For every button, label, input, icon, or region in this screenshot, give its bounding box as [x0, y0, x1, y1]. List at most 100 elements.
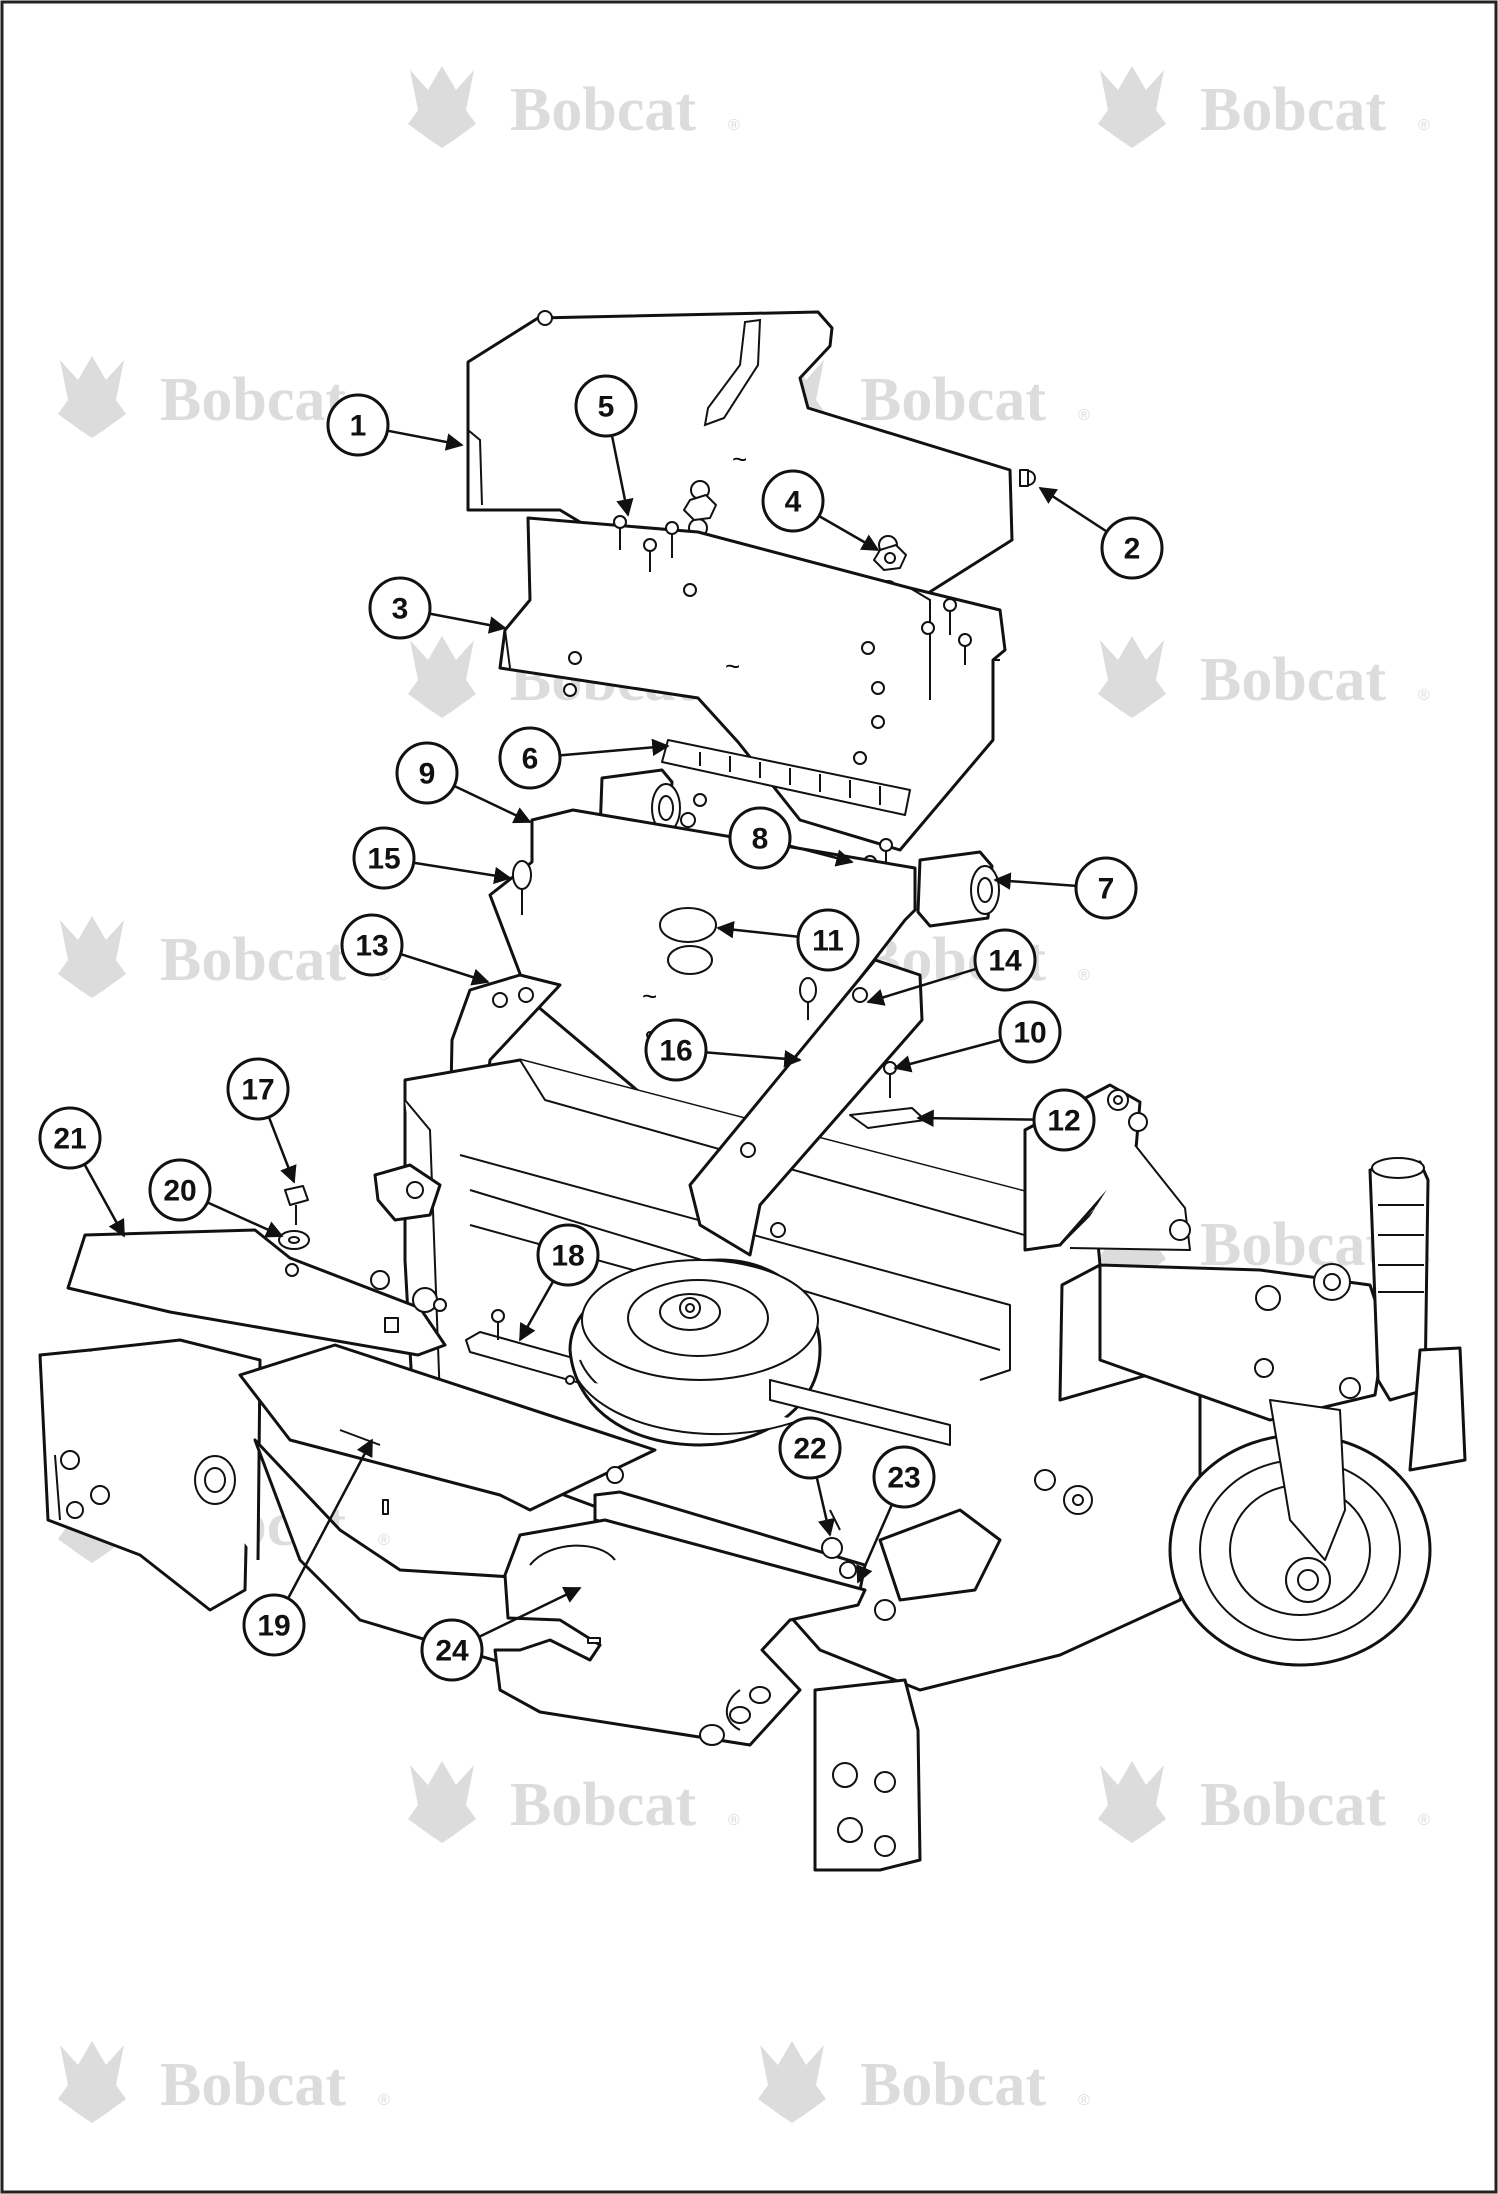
watermark-registered-mark: ®: [1078, 407, 1090, 424]
callout-18: 18: [518, 1223, 600, 1342]
callout-leader-20: [206, 1201, 284, 1238]
callout-label-1: 1: [350, 410, 367, 443]
bobcat-head-icon: [1098, 66, 1166, 148]
callout-circle-24: [420, 1618, 484, 1682]
watermark-text: Bobcat: [1200, 1771, 1386, 1839]
callout-leader-5: [610, 435, 634, 517]
callout-circle-16: [644, 1018, 708, 1082]
part-3-lower-shield: ~: [498, 516, 1007, 852]
callout-leader-9: [453, 784, 532, 824]
bobcat-head-icon: [758, 2041, 826, 2123]
part-17-bolt: [284, 1185, 447, 1313]
callout-circle-3: [368, 576, 432, 640]
callout-leader-19: [286, 1438, 374, 1600]
callout-circle-1: [326, 393, 390, 457]
callout-3: 3: [368, 576, 507, 640]
callout-circle-12: [1032, 1088, 1096, 1152]
callout-label-4: 4: [785, 486, 802, 519]
tilde-mark-1: ~: [732, 444, 747, 474]
callout-4: 4: [761, 469, 880, 552]
watermark-16: Bobcat ®: [758, 2041, 1090, 2123]
callout-leader-1: [387, 429, 464, 451]
callout-leader-8: [788, 844, 854, 867]
callout-circle-5: [574, 374, 638, 438]
watermark-7: Bobcat®: [58, 916, 390, 998]
callout-5: 5: [574, 374, 638, 517]
callout-circle-9: [395, 741, 459, 805]
callout-17: 17: [226, 1057, 297, 1184]
callout-circle-22: [778, 1416, 842, 1480]
callout-leader-16: [705, 1050, 802, 1068]
deck-left-shell: [38, 1338, 262, 1612]
watermark-1: Bobcat ®: [408, 66, 740, 148]
callout-1: 1: [326, 393, 464, 457]
callout-circle-11: [796, 908, 860, 972]
part-5-bolts: [613, 515, 972, 665]
watermark-text: Bobcat: [510, 76, 696, 144]
watermark-registered-mark: ®: [1078, 2092, 1090, 2109]
part-24-front-shield: [493, 1518, 922, 1872]
callout-label-20: 20: [163, 1175, 196, 1208]
bobcat-head-icon: [1098, 636, 1166, 718]
watermark-registered-mark: ®: [1418, 687, 1430, 704]
callout-circle-13: [340, 913, 404, 977]
callout-label-18: 18: [551, 1240, 584, 1273]
callout-24: 24: [420, 1586, 582, 1682]
callout-label-5: 5: [598, 391, 615, 424]
callout-label-3: 3: [392, 593, 409, 626]
callout-label-19: 19: [257, 1610, 290, 1643]
callout-leader-3: [429, 612, 507, 634]
part-21-left-baffle: [66, 1228, 447, 1357]
callout-14: 14: [866, 928, 1037, 1006]
callout-circle-7: [1074, 856, 1138, 920]
callout-16: 16: [644, 1018, 802, 1082]
callout-leader-7: [993, 872, 1077, 890]
callout-circle-14: [973, 928, 1037, 992]
watermark-6: Bobcat®: [1098, 636, 1430, 718]
callout-label-24: 24: [435, 1635, 469, 1668]
callout-7: 7: [993, 856, 1138, 920]
bobcat-head-icon: [58, 916, 126, 998]
callout-label-16: 16: [659, 1035, 692, 1068]
callout-22: 22: [778, 1416, 842, 1537]
callout-6: 6: [498, 726, 670, 790]
bobcat-head-icon: [408, 66, 476, 148]
callout-leader-24: [478, 1586, 582, 1639]
callout-12: 12: [916, 1088, 1096, 1152]
watermark-15: Bobcat®: [58, 2041, 390, 2123]
callout-label-8: 8: [752, 823, 769, 856]
callout-circle-15: [352, 826, 416, 890]
watermark-registered-mark: ®: [1418, 117, 1430, 134]
watermark-registered-mark: ®: [378, 2092, 390, 2109]
callout-21: 21: [38, 1106, 126, 1238]
callout-circle-10: [998, 1000, 1062, 1064]
callout-label-10: 10: [1013, 1017, 1046, 1050]
tilde-mark-3: ~: [642, 981, 657, 1011]
callout-9: 9: [395, 741, 532, 824]
callout-11: 11: [716, 908, 860, 972]
part-6-hinge: [661, 739, 911, 816]
callout-leader-17: [267, 1116, 297, 1184]
part-20-washer: [278, 1230, 310, 1250]
callout-13: 13: [340, 913, 490, 986]
callout-circle-2: [1100, 516, 1164, 580]
bobcat-head-icon: [58, 356, 126, 438]
part-22-23-linkage: [593, 1379, 1093, 1621]
callout-circle-21: [38, 1106, 102, 1170]
watermark-registered-mark: ®: [728, 117, 740, 134]
callout-leader-2: [1038, 486, 1108, 533]
callout-circle-23: [872, 1445, 936, 1509]
watermark-text: Bobcat: [1200, 76, 1386, 144]
callout-circle-4: [761, 469, 825, 533]
callout-8: 8: [728, 806, 854, 870]
watermark-text: Bobcat: [510, 1771, 696, 1839]
watermark-text: Bobcat: [860, 2051, 1046, 2119]
callout-circle-6: [498, 726, 562, 790]
callout-leader-12: [916, 1109, 1035, 1127]
watermark-13: Bobcat ®: [408, 1761, 740, 1843]
bobcat-head-icon: [408, 636, 476, 718]
callout-label-23: 23: [887, 1462, 920, 1495]
callout-leader-14: [866, 967, 977, 1006]
watermark-registered-mark: ®: [728, 1812, 740, 1829]
